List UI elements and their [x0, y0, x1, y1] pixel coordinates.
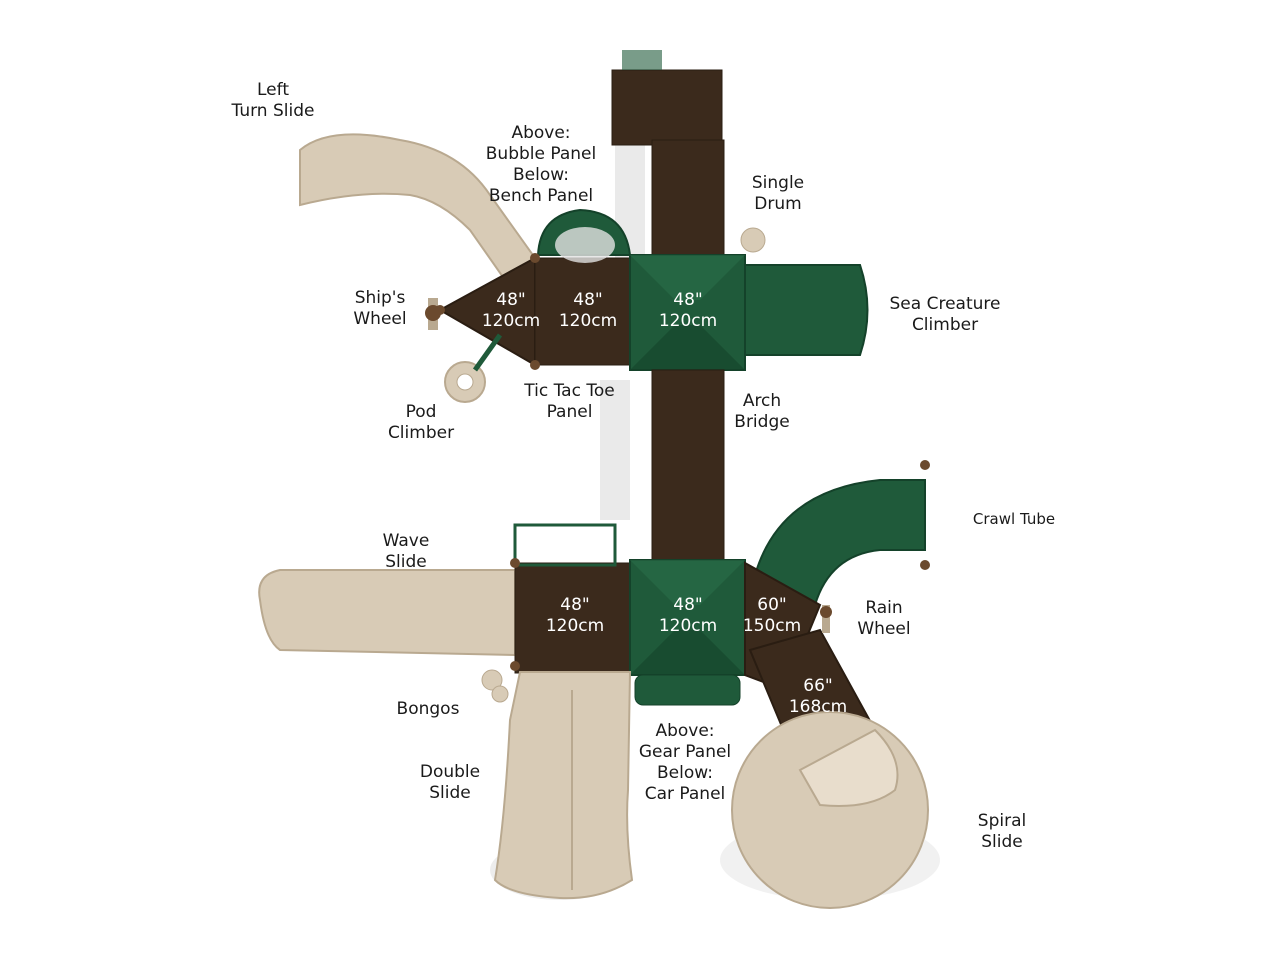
single-drum: [740, 227, 766, 253]
height-lower-roof: 48" 120cm: [658, 595, 718, 636]
label-sea-creature-climber: Sea Creature Climber: [889, 294, 1001, 335]
pod-climber: [444, 333, 503, 403]
upper-left-deck: [534, 257, 633, 366]
rain-wheel: [820, 605, 832, 633]
gear-panel: [634, 674, 741, 706]
label-double-slide: Double Slide: [419, 762, 481, 803]
label-wave-slide: Wave Slide: [382, 531, 430, 572]
label-spiral-slide: Spiral Slide: [977, 811, 1027, 852]
arch-bridge: [651, 369, 725, 561]
wave-slide: [258, 569, 516, 657]
height-upper-left-deck: 48" 120cm: [558, 290, 618, 331]
lower-left-deck: [514, 562, 633, 674]
height-deck-66: 66" 168cm: [788, 676, 848, 717]
label-bongos: Bongos: [396, 699, 460, 719]
top-bridge: [651, 139, 725, 261]
crawl-tube: [753, 479, 926, 607]
spiral-slide: [731, 711, 929, 909]
top-entry-deck: [611, 69, 723, 146]
label-tic-tac-toe-panel: Tic Tac Toe Panel: [524, 381, 615, 422]
deck-posts: [435, 253, 930, 671]
label-rain-wheel: Rain Wheel: [857, 598, 911, 639]
sea-creature-climber: [744, 264, 869, 356]
label-left-turn-slide: Left Turn Slide: [231, 80, 315, 121]
double-slide: [493, 671, 634, 900]
label-pod-climber: Pod Climber: [387, 402, 455, 443]
label-ships-wheel: Ship's Wheel: [353, 288, 407, 329]
bongos: [481, 669, 509, 703]
label-crawl-tube: Crawl Tube: [972, 510, 1056, 528]
label-gear-car-panel: Above: Gear Panel Below: Car Panel: [638, 721, 732, 804]
height-upper-roof: 48" 120cm: [658, 290, 718, 331]
label-bubble-bench-panel: Above: Bubble Panel Below: Bench Panel: [485, 123, 597, 206]
label-arch-bridge: Arch Bridge: [734, 391, 790, 432]
height-triangle-deck: 48" 120cm: [481, 290, 541, 331]
label-single-drum: Single Drum: [751, 173, 805, 214]
height-deck-60: 60" 150cm: [742, 595, 802, 636]
height-lower-left-deck: 48" 120cm: [545, 595, 605, 636]
